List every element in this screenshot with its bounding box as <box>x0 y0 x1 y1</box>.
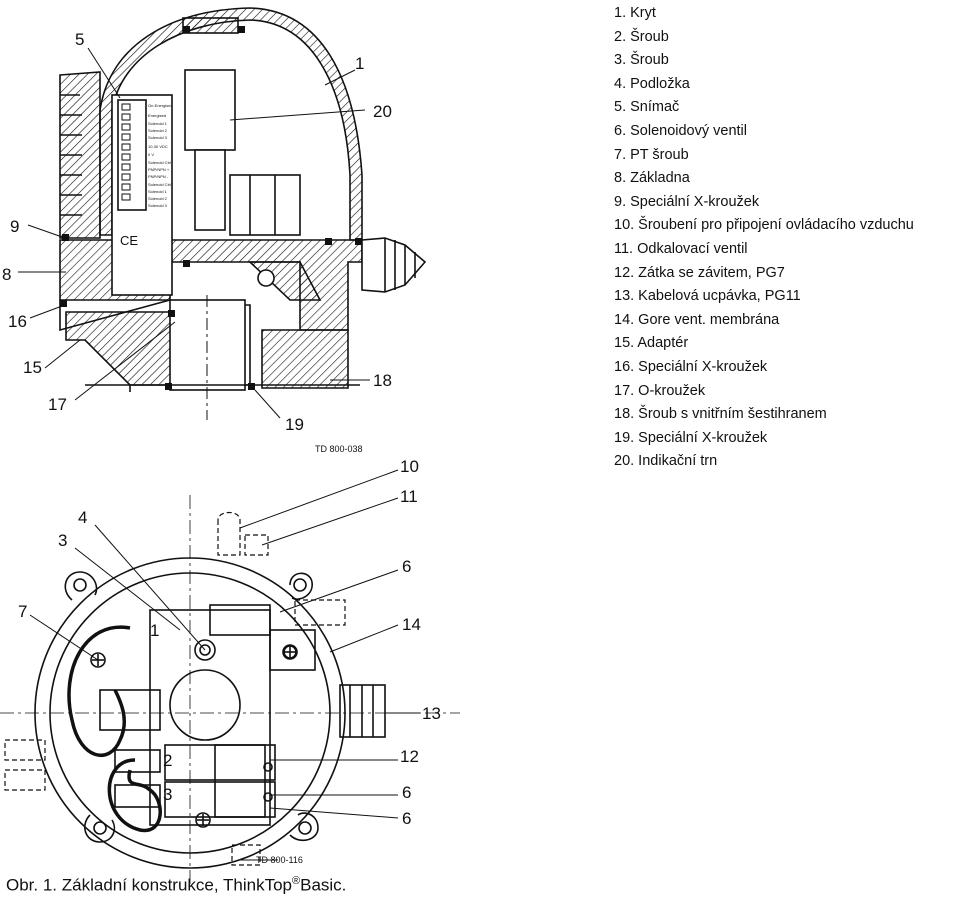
legend-item: 14. Gore vent. membrána <box>614 311 780 328</box>
callout: 9 <box>10 217 19 236</box>
solenoid-valve <box>164 781 276 818</box>
panel-text: Solenoid 2 <box>148 128 168 133</box>
solenoid-valve <box>229 174 301 236</box>
legend-item: 9. Speciální X-kroužek <box>614 193 760 210</box>
legend-item: 7. PT šroub <box>614 146 689 163</box>
panel-text: Solenoid Ctrl <box>148 182 171 187</box>
panel-text: Solenoid 1 <box>148 121 168 126</box>
callout: 11 <box>400 487 418 506</box>
inner-label: 1 <box>150 621 159 640</box>
callout: 12 <box>400 747 419 766</box>
wire-loop <box>67 625 131 758</box>
solenoid-valve <box>164 744 276 781</box>
ce-mark: CE <box>120 233 138 248</box>
legend-item: 11. Odkalovací ventil <box>614 240 748 257</box>
legend-item: 1. Kryt <box>614 5 656 21</box>
top-callouts: 1 5 20 9 8 16 15 17 18 19 TD 800-038 <box>2 30 392 454</box>
callout: 4 <box>78 508 87 527</box>
panel-text: Energised <box>148 113 166 118</box>
plan-leaders <box>29 469 420 861</box>
figure-caption: Obr. 1. Základní konstrukce, ThinkTop®Ba… <box>6 875 346 896</box>
callout: 6 <box>402 809 411 828</box>
legend-item: 17. O-kroužek <box>614 382 706 399</box>
legend-item: 8. Základna <box>614 170 690 187</box>
legend-item: 3. Šroub <box>614 52 669 69</box>
caption-prefix: Obr. 1. Základní konstrukce, ThinkTop <box>6 875 292 895</box>
panel-text: Solenoid 3 <box>148 135 168 140</box>
legend-item: 13. Kabelová ucpávka, PG11 <box>614 288 801 305</box>
callout: 18 <box>373 371 392 390</box>
drawing-id: TD 800-038 <box>315 444 363 454</box>
parts-legend: 1. Kryt 2. Šroub 3. Šroub 4. Podložka 5.… <box>614 2 914 474</box>
panel-text: 0 V <box>148 152 154 157</box>
callout: 15 <box>23 358 42 377</box>
panel-text: Solenoid 3 <box>148 203 168 208</box>
wire-loop <box>107 758 162 833</box>
callout: 17 <box>48 395 67 414</box>
panel-text: Solenoid 1 <box>148 189 168 194</box>
panel-text: Solenoid Ctrl <box>148 160 171 165</box>
callout: 1 <box>355 54 364 73</box>
legend-item: 6. Solenoidový ventil <box>614 122 747 139</box>
legend-item: 20. Indikační trn <box>614 453 718 470</box>
panel-text: Solenoid 2 <box>148 196 168 201</box>
plan-view <box>0 495 460 885</box>
callout: 6 <box>402 783 411 802</box>
callout: 14 <box>402 615 421 634</box>
top-leaders <box>18 47 370 419</box>
mounting-lug <box>84 814 116 843</box>
plan-callouts: 10 11 4 3 6 7 14 13 12 6 6 1 2 3 TD 800-… <box>18 457 441 865</box>
registered-mark: ® <box>292 875 301 887</box>
legend-item: 18. Šroub s vnitřním šestihranem <box>614 406 827 423</box>
legend-item: 5. Snímač <box>614 99 680 116</box>
mounting-lug <box>289 572 313 600</box>
panel-text: PNP/NPN - <box>148 174 169 179</box>
section-view <box>59 7 427 420</box>
legend-item: 10. Šroubení pro připojení ovládacího vz… <box>614 217 914 234</box>
callout: 6 <box>402 557 411 576</box>
legend-item: 19. Speciální X-kroužek <box>614 429 768 446</box>
adaptor <box>65 311 176 386</box>
mounting-lug <box>64 571 98 601</box>
mounting-lug <box>289 812 319 842</box>
sensor-panel-text: On-Energised Energised Solenoid 1 Soleno… <box>120 103 173 248</box>
legend-item: 4. Podložka <box>614 75 690 92</box>
callout: 20 <box>373 102 392 121</box>
drawing-id: TD 800-116 <box>256 855 303 865</box>
inner-label: 3 <box>163 785 172 804</box>
panel-text: On-Energised <box>148 103 173 108</box>
callout: 5 <box>75 30 84 49</box>
callout: 13 <box>422 704 441 723</box>
callout: 10 <box>400 457 419 476</box>
callout: 3 <box>58 531 67 550</box>
callout: 16 <box>8 312 27 331</box>
callout: 8 <box>2 265 11 284</box>
inner-label: 2 <box>163 751 172 770</box>
callout: 7 <box>18 602 27 621</box>
panel-text: 10-30 VDC <box>148 144 168 149</box>
legend-item: 15. Adaptér <box>614 335 689 352</box>
caption-suffix: Basic. <box>300 875 347 895</box>
callout: 19 <box>285 415 304 434</box>
indicator-pin <box>184 69 236 151</box>
legend-item: 2. Šroub <box>614 28 669 45</box>
legend-item: 16. Speciální X-kroužek <box>614 358 768 375</box>
panel-text: PNP/NPN + <box>148 167 170 172</box>
legend-item: 12. Zátka se závitem, PG7 <box>614 264 785 281</box>
